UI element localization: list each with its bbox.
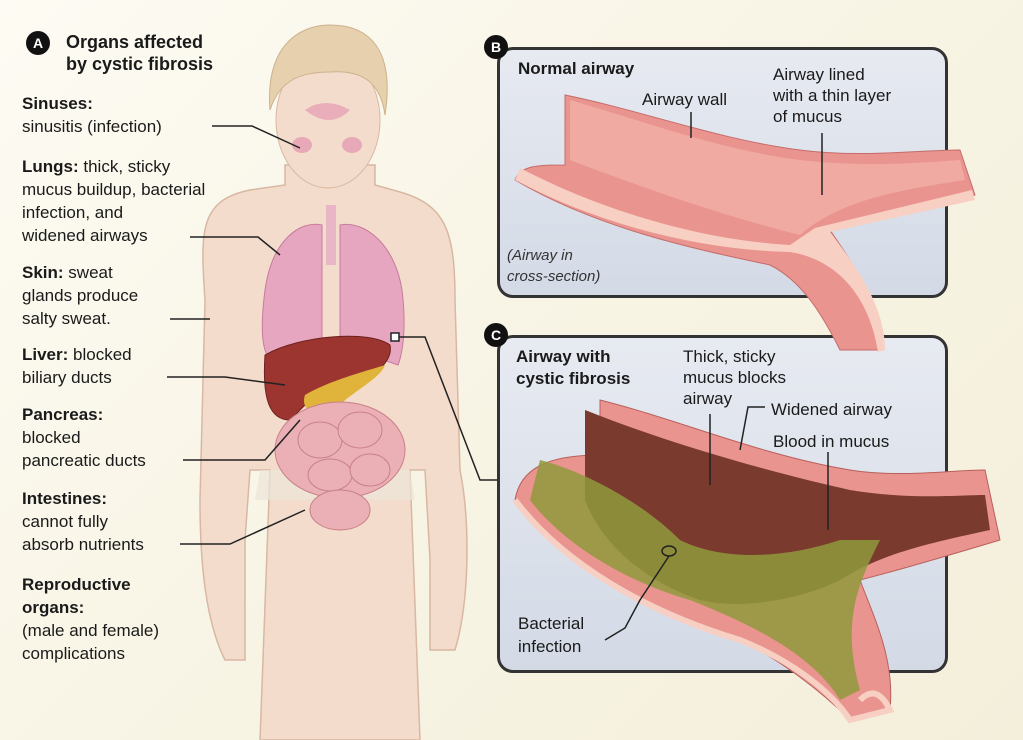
label-line: of mucus <box>773 107 842 126</box>
panel-b-title: Normal airway <box>518 59 635 78</box>
badge-a: A <box>26 31 50 55</box>
intestines <box>274 401 406 531</box>
label-line: infection <box>518 637 582 656</box>
label-skin: Skin: sweat glands produce salty sweat. <box>22 261 138 330</box>
title-line: Airway with <box>516 347 611 366</box>
label-blood-mucus: Blood in mucus <box>773 432 890 451</box>
label-head: Liver: <box>22 345 69 364</box>
lung-zoom-marker <box>390 332 400 342</box>
label-line: (Airway in <box>507 247 573 264</box>
label-line: pancreatic ducts <box>22 451 146 470</box>
label-reproductive: Reproductive organs: (male and female) c… <box>22 573 159 665</box>
cf-airway-drawing <box>512 399 1001 724</box>
label-head: Sinuses: <box>22 94 93 113</box>
airway-leader-lines <box>604 112 829 641</box>
label-lungs: Lungs: thick, sticky mucus buildup, bact… <box>22 155 205 247</box>
label-line: Thick, sticky <box>683 347 776 366</box>
label-head: organs: <box>22 598 85 617</box>
label-bacterial-infection: Bacterial infection <box>518 612 584 658</box>
label-mucus-lining: Airway lined with a thin layer of mucus <box>773 64 891 127</box>
label-line: cross-section) <box>507 268 601 285</box>
label-line: thick, sticky <box>78 157 171 176</box>
lungs <box>261 205 405 366</box>
title-line: Organs affected <box>66 32 204 52</box>
leader-lines <box>167 125 497 545</box>
label-liver: Liver: blocked biliary ducts <box>22 343 132 389</box>
label-line: mucus buildup, bacterial <box>22 180 206 199</box>
label-line: complications <box>22 644 125 663</box>
label-head: Intestines: <box>22 489 108 508</box>
label-line: biliary ducts <box>22 368 112 387</box>
label-line: (male and female) <box>22 621 160 640</box>
panel-a-title: Organs affected by cystic fibrosis <box>66 31 213 75</box>
label-line: mucus blocks <box>683 368 786 387</box>
label-line: cannot fully <box>22 512 108 531</box>
label-line: Bacterial <box>518 614 585 633</box>
label-line: widened airways <box>22 226 148 245</box>
label-pancreas: Pancreas: blocked pancreatic ducts <box>22 403 146 472</box>
title-line: by cystic fibrosis <box>66 54 214 74</box>
label-line: sweat <box>63 263 113 282</box>
label-line: blocked <box>22 428 81 447</box>
label-line: absorb nutrients <box>22 535 144 554</box>
label-line: sinusitis (infection) <box>22 117 162 136</box>
label-sinuses: Sinuses: sinusitis (infection) <box>22 92 162 138</box>
badge-c: C <box>484 323 508 347</box>
title-line: cystic fibrosis <box>516 369 631 388</box>
label-line: airway <box>683 389 733 408</box>
label-line: Airway lined <box>773 65 865 84</box>
label-head: Pancreas: <box>22 405 104 424</box>
label-line: with a thin layer <box>773 86 892 105</box>
badge-b: B <box>484 35 508 59</box>
label-head: Lungs: <box>22 157 79 176</box>
label-airway-wall: Airway wall <box>642 90 728 109</box>
label-line: infection, and <box>22 203 124 222</box>
label-line: blocked <box>68 345 132 364</box>
label-line: glands produce <box>22 286 139 305</box>
normal-airway-drawing <box>514 94 976 352</box>
label-thick-mucus: Thick, sticky mucus blocks airway <box>683 346 786 409</box>
label-widened-airway: Widened airway <box>771 400 892 419</box>
label-head: Skin: <box>22 263 64 282</box>
label-line: salty sweat. <box>22 309 111 328</box>
label-head: Reproductive <box>22 575 131 594</box>
label-cross-section: (Airway in cross-section) <box>507 245 600 287</box>
panel-c-title: Airway with cystic fibrosis <box>516 346 630 390</box>
label-intestines: Intestines: cannot fully absorb nutrient… <box>22 487 144 556</box>
